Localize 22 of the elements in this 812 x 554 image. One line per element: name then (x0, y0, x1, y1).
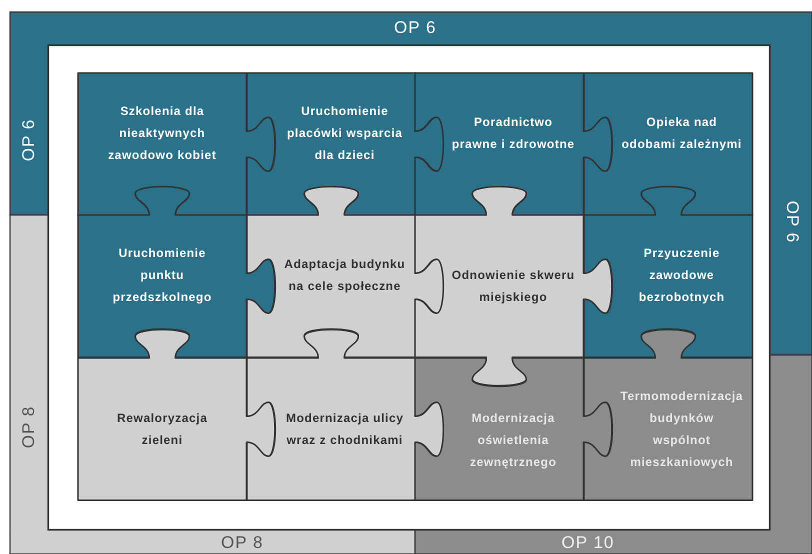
piece-label: Modernizacja ulicy wraz z chodnikami (285, 410, 404, 449)
piece-label: Rewaloryzacja zieleni (116, 410, 208, 449)
piece-label: Modernizacja oświetlenia zewnętrznego (468, 410, 558, 471)
piece-label: Opieka nad odobami zależnymi (620, 114, 743, 154)
piece-label: Termomodernizacja budynków wspólnot mieszkaniowych (620, 388, 744, 471)
piece-label: Odnowienie skweru miejskiego (451, 267, 576, 306)
band-label: OP 8 (19, 406, 40, 448)
piece-label: Przyuczenie zawodowe bezrobotnych (638, 245, 726, 306)
band-label: OP 8 (221, 533, 264, 553)
piece-label: Adaptacja budynku na cele społeczne (283, 256, 406, 296)
band-label: OP 6 (782, 200, 802, 244)
piece-label: Poradnictwo prawne i zdrowotne (451, 114, 576, 154)
band-label: OP 6 (19, 118, 40, 162)
frame-band (10, 215, 415, 554)
piece-label: Szkolenia dla nieaktywnych zawodowo kobiet (107, 103, 218, 164)
frame-band (10, 12, 812, 355)
piece-label: Uruchomienie punktu przedszkolnego (112, 245, 213, 306)
puzzle-piece (582, 183, 754, 360)
puzzle-piece (582, 71, 754, 218)
band-label: OP 10 (562, 533, 614, 553)
band-label: OP 6 (394, 18, 436, 38)
piece-label: Uruchomienie placówki wsparcia dla dzieci (286, 103, 404, 164)
